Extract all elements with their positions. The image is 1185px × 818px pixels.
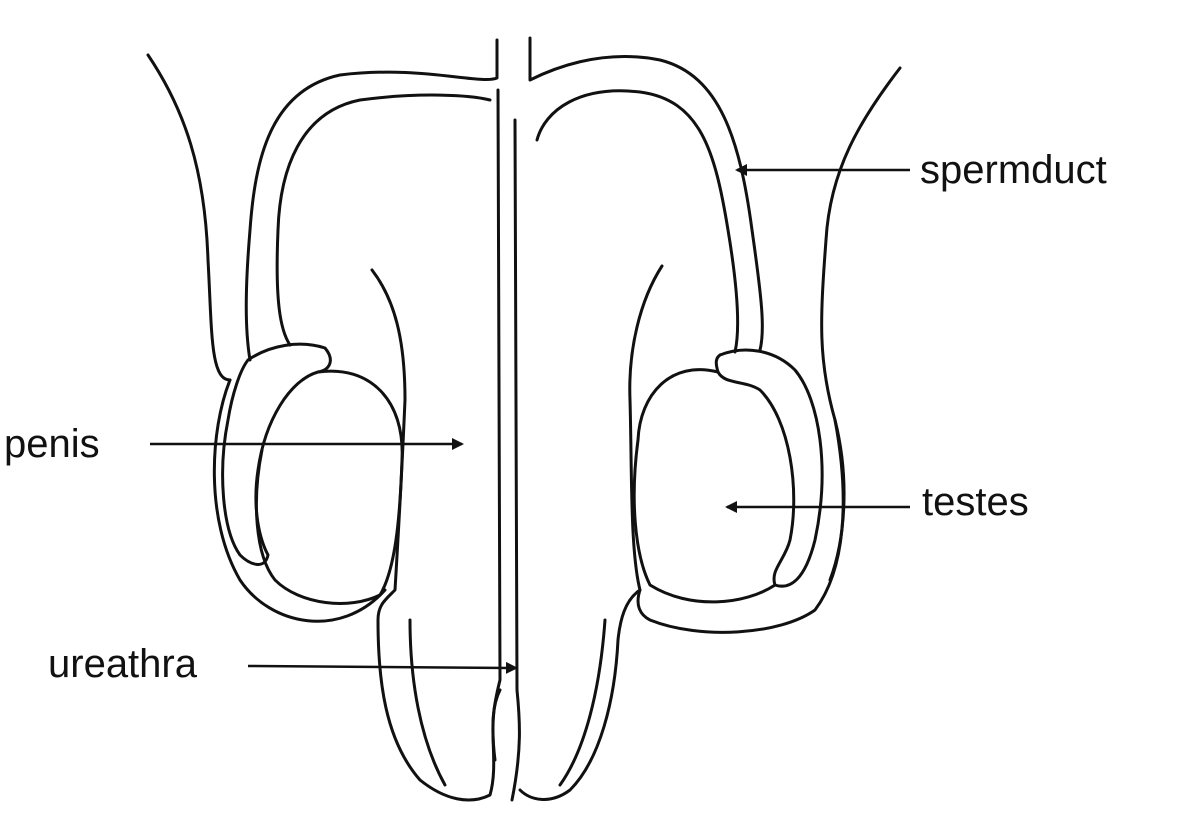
left-epididymis <box>221 342 332 566</box>
urethra-left-line <box>491 88 502 762</box>
right-scrotum <box>636 418 845 634</box>
right-spermduct-inner <box>535 89 740 354</box>
right-body-outline <box>820 66 902 582</box>
label-urethra: ureathra <box>48 642 197 686</box>
left-spermduct-inner <box>275 93 492 347</box>
urethra-arrow <box>247 661 518 674</box>
penis-right-inner <box>558 618 607 787</box>
urethra-right-line <box>510 118 521 802</box>
left-spermduct-outer <box>244 38 499 362</box>
label-testes: testes <box>922 480 1029 524</box>
left-scrotum <box>212 378 387 623</box>
right-epididymis <box>714 348 824 588</box>
penis-left-inner <box>408 618 447 787</box>
label-spermduct: spermduct <box>920 148 1107 192</box>
right-testis <box>632 368 777 604</box>
penis-right-outer <box>518 264 664 801</box>
left-body-outline <box>146 53 232 382</box>
right-spermduct-outer <box>528 36 764 352</box>
label-penis: penis <box>4 422 100 466</box>
penis-left-outer <box>370 268 502 802</box>
